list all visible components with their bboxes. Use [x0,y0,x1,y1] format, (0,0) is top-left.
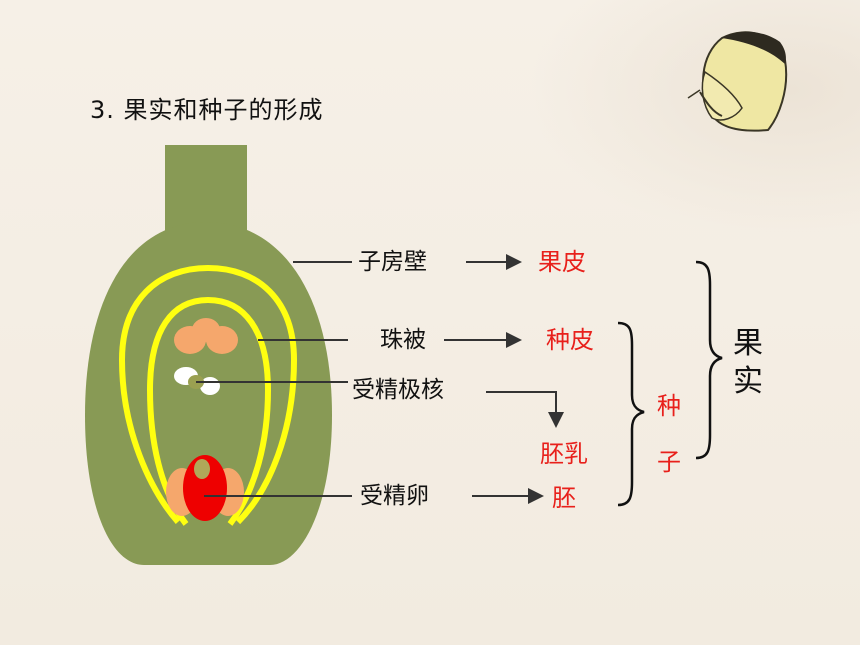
fruit-brace [695,260,723,460]
result-endosperm: 胚乳 [540,440,588,468]
seed-char-1: 种 [657,392,681,420]
butterfly-icon [687,31,788,132]
label-ovary-wall: 子房壁 [358,249,427,275]
result-embryo: 胚 [552,484,576,512]
seed-group-label: 种 子 [654,378,684,490]
antipodal-cells [174,318,238,354]
label-fertilized-egg: 受精卵 [360,483,429,509]
ovule-integument [118,264,298,526]
leader-lines [196,261,352,497]
result-pericarp: 果皮 [538,248,586,276]
seed-char-2: 子 [657,448,681,476]
egg-apparatus [166,455,244,521]
fruit-char-1: 果 [733,326,763,361]
result-seed-coat: 种皮 [546,326,594,354]
label-fertilized-polar-nuclei: 受精极核 [352,377,444,403]
seed-brace [617,321,645,507]
label-integument: 珠被 [380,327,426,353]
fruit-group-label: 果 实 [730,325,766,401]
arrows [444,254,564,504]
slide-title: 3. 果实和种子的形成 [90,96,324,124]
fruit-char-2: 实 [733,364,763,399]
